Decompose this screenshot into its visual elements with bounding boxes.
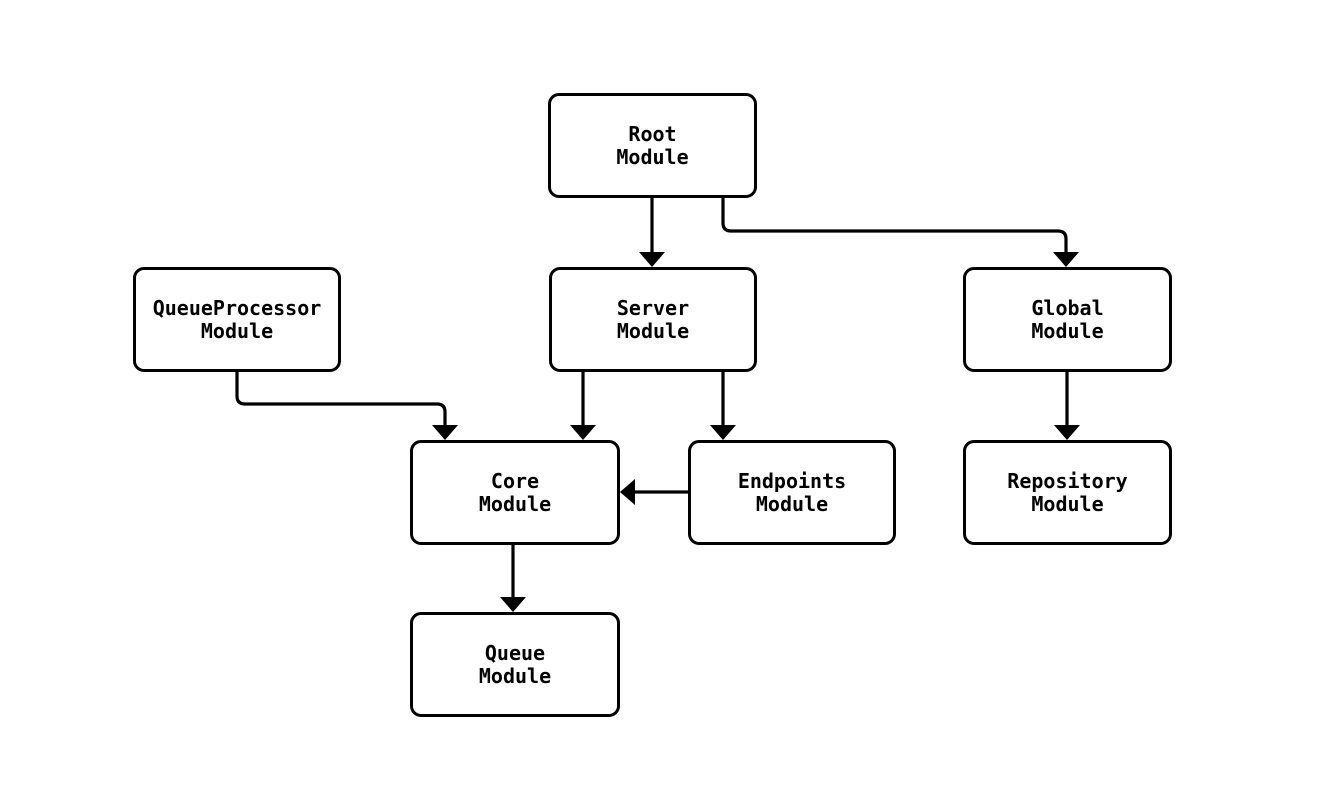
node-root-module: Root Module — [548, 93, 757, 198]
node-repository-module-label: Repository Module — [1007, 468, 1128, 516]
edge-endpoints-to-core — [620, 479, 688, 505]
node-server-module: Server Module — [549, 267, 757, 372]
edge-core-to-queue — [500, 545, 526, 612]
node-server-module-label: Server Module — [616, 295, 690, 343]
edge-root-to-server — [639, 198, 665, 267]
node-queueprocessor-module: QueueProcessor Module — [133, 267, 341, 372]
node-global-module: Global Module — [963, 267, 1172, 372]
node-endpoints-module: Endpoints Module — [688, 440, 896, 545]
node-queueprocessor-module-label: QueueProcessor Module — [152, 295, 322, 343]
node-core-module-label: Core Module — [478, 468, 552, 516]
edge-server-to-core — [570, 372, 596, 440]
node-global-module-label: Global Module — [1031, 295, 1104, 343]
node-repository-module: Repository Module — [963, 440, 1172, 545]
edge-queueprocessor-to-core — [235, 372, 458, 440]
node-endpoints-module-label: Endpoints Module — [737, 468, 847, 516]
node-queue-module-label: Queue Module — [478, 640, 552, 688]
node-queue-module: Queue Module — [410, 612, 620, 717]
edge-root-to-global — [721, 198, 1079, 267]
node-core-module: Core Module — [410, 440, 620, 545]
edge-server-to-endpoints — [710, 372, 736, 440]
edge-global-to-repository — [1054, 372, 1080, 440]
node-root-module-label: Root Module — [616, 121, 689, 169]
